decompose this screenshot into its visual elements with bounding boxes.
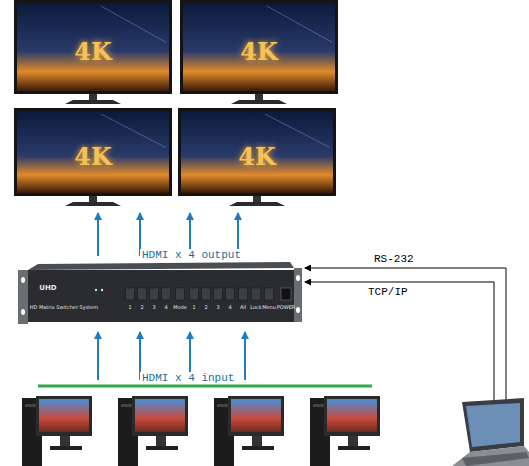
button-label: 2 xyxy=(140,304,143,310)
button-label: Lock xyxy=(250,304,261,310)
button-label: Menu xyxy=(262,304,276,310)
model-label: HD Matrix Switcher System xyxy=(30,304,98,310)
button-label: All xyxy=(240,304,246,310)
button-label: 3 xyxy=(152,304,155,310)
signal-label: HDMI x 4 input xyxy=(140,372,236,384)
button-label: Mode xyxy=(173,304,187,310)
brand-label: UHD xyxy=(39,284,56,292)
button-label: 4 xyxy=(164,304,167,310)
button-label: 1 xyxy=(128,304,131,310)
button-label: 3 xyxy=(216,304,219,310)
tv-display: 4K xyxy=(178,108,336,208)
matrix-switcher: UHD HD Matrix Switcher System 1 2 3 4 Mode 1 2 3 4… xyxy=(18,262,302,328)
control-wires xyxy=(305,268,506,404)
resolution-badge: 4K xyxy=(74,142,112,171)
input-bus xyxy=(38,385,372,388)
hdmi-output-arrow xyxy=(97,213,99,256)
signal-label: HDMI x 4 output xyxy=(140,249,243,261)
button-label: 1 xyxy=(192,304,195,310)
tv-display: 4K xyxy=(180,0,338,106)
switcher-outline xyxy=(18,262,302,328)
tv-display: 4K xyxy=(14,0,172,106)
button-label: POWER xyxy=(277,304,296,310)
button-label: 4 xyxy=(228,304,231,310)
resolution-badge: 4K xyxy=(240,37,278,66)
signal-label: TCP/IP xyxy=(366,286,410,298)
tv-display: 4K xyxy=(14,108,172,208)
signal-label: RS-232 xyxy=(372,253,416,265)
button-label: 2 xyxy=(204,304,207,310)
computers xyxy=(22,396,380,466)
resolution-badge: 4K xyxy=(74,37,112,66)
resolution-badge: 4K xyxy=(238,142,276,171)
laptop xyxy=(452,398,529,466)
